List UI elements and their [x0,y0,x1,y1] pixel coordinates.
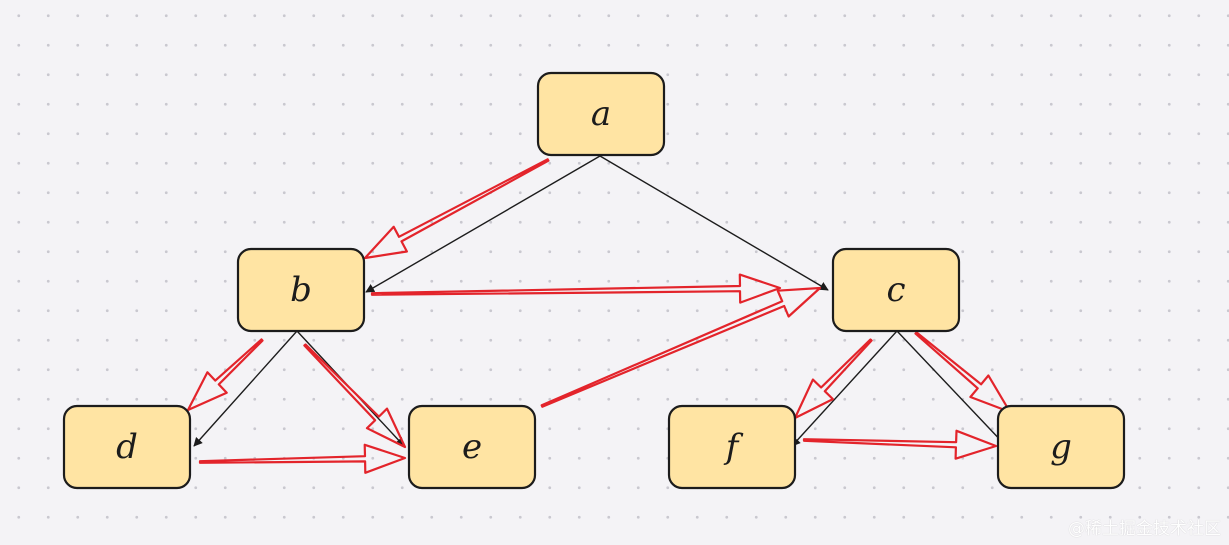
node-box-b [236,247,366,333]
node-a[interactable]: a [536,71,666,157]
node-box-f [667,404,797,490]
node-label-c: c [886,270,905,310]
traversal-arrow-d-e [198,443,407,474]
node-label-e: e [462,427,482,467]
traversal-arrow-b-d [186,338,264,412]
node-box-g [996,404,1126,490]
tree-nodes: a b c d e f g [62,71,1126,490]
node-e[interactable]: e [407,404,537,490]
node-box-d [62,404,192,490]
traversal-arrows [186,158,1012,474]
node-label-g: g [1050,427,1072,467]
node-box-c [831,247,961,333]
node-g[interactable]: g [996,404,1126,490]
node-d[interactable]: d [62,404,192,490]
tree-edge-a-b [365,155,601,293]
traversal-arrow-c-g [914,331,1012,414]
tree-edge-c-f [791,330,898,447]
node-b[interactable]: b [236,247,366,333]
tree-edge-a-c [599,155,829,291]
tree-edge-b-d [193,330,298,447]
traversal-arrow-b-e [303,343,407,449]
traversal-arrow-b-c [370,273,782,304]
node-f[interactable]: f [667,404,797,490]
node-box-e [407,404,537,490]
tree-edges [193,155,1007,447]
node-label-a: a [591,94,611,134]
node-c[interactable]: c [831,247,961,333]
traversal-arrow-c-f [793,338,873,420]
node-label-d: d [116,427,138,467]
traversal-arrow-a-b [363,158,550,260]
node-box-a [536,71,666,157]
watermark-text: @稀土掘金技术社区 [1068,519,1221,539]
tree-edge-c-g [896,330,1007,447]
traversal-arrow-e-c [540,286,822,408]
traversal-arrow-f-g [802,429,998,460]
node-label-b: b [290,270,312,310]
